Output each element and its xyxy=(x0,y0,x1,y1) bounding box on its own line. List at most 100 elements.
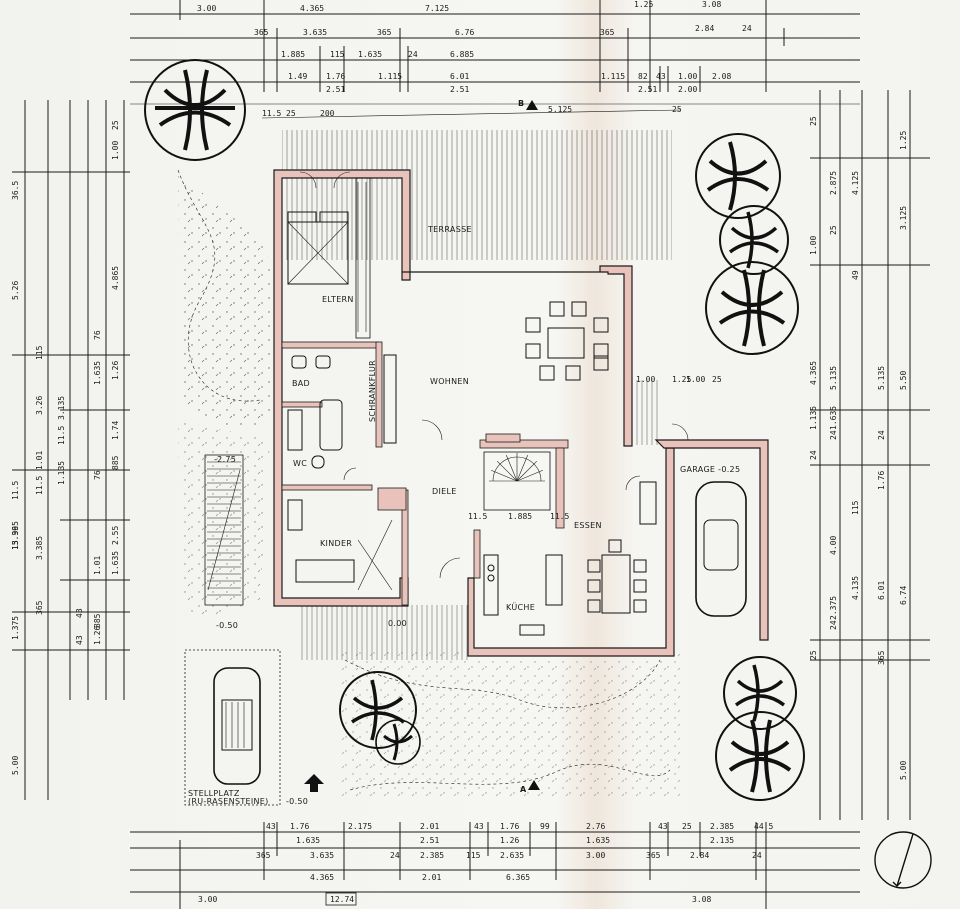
chair-icon xyxy=(593,317,609,333)
chair-icon xyxy=(571,301,587,317)
dim-text: 24 xyxy=(829,620,838,630)
tree-icon xyxy=(375,719,421,765)
bottom-dimension-chains: 43 1.76 2.175 2.01 43 1.76 99 2.76 43 25… xyxy=(130,822,860,909)
dim-text: 3.635 xyxy=(303,28,327,37)
dim-text: 24 xyxy=(829,430,838,440)
dim-text: 5.00 xyxy=(899,761,908,780)
dim-text: 2.51 xyxy=(420,836,439,845)
dim-text: 1.76 xyxy=(877,471,886,490)
dim-text: 4.365 xyxy=(310,873,334,882)
dim-text: 3.00 xyxy=(198,895,217,904)
dim-text: 115 xyxy=(466,851,481,860)
chair-icon xyxy=(525,317,541,333)
dim-text: 2.84 xyxy=(695,24,714,33)
dim-text: 2.84 xyxy=(690,851,709,860)
dim-text: 115 xyxy=(330,50,345,59)
chair-icon xyxy=(608,539,622,553)
chair-icon xyxy=(587,559,601,573)
dim-text: 11.5 xyxy=(550,512,569,521)
dim-text: 885 xyxy=(93,613,102,628)
dim-text: 99 xyxy=(540,822,550,831)
dim-text: 3.08 xyxy=(702,0,721,9)
dim-text: 36.5 xyxy=(11,181,20,200)
dim-text: 3.00 xyxy=(586,851,605,860)
level-label: 0.00 xyxy=(388,619,407,628)
dim-text: 365 xyxy=(377,28,392,37)
tree-icon xyxy=(723,656,797,730)
section-label-a: A xyxy=(520,785,527,794)
dim-text: 1.115 xyxy=(378,72,402,81)
dim-text: 2.00 xyxy=(678,85,697,94)
dim-text: 365 xyxy=(35,600,44,615)
dim-text: 1.635 xyxy=(111,551,120,575)
tree-icon xyxy=(144,59,246,161)
dim-text: 24 xyxy=(390,851,400,860)
dim-text: 1.635 xyxy=(829,406,838,430)
parking-space xyxy=(184,649,281,806)
dim-text: 2.51 xyxy=(450,85,469,94)
dim-text: 6.885 xyxy=(450,50,474,59)
dim-text: 1.135 xyxy=(57,461,66,485)
chair-icon xyxy=(633,599,647,613)
dim-text: 1.26 xyxy=(500,836,519,845)
entrance-arrow-icon xyxy=(304,774,324,792)
room-label-wc: WC xyxy=(293,459,307,468)
dim-text: 2.51 xyxy=(638,85,657,94)
dim-text: 11.5 xyxy=(262,109,281,118)
dim-text: 1.00 xyxy=(678,72,697,81)
dim-text: 25 xyxy=(712,375,722,384)
chair-icon xyxy=(633,559,647,573)
dim-text: 76 xyxy=(93,330,102,340)
room-label-essen: ESSEN xyxy=(574,521,602,530)
chair-icon xyxy=(565,365,581,381)
dim-text: 1.885 xyxy=(281,50,305,59)
room-label-garage: GARAGE -0.25 xyxy=(680,465,740,474)
dim-text: 82 xyxy=(638,72,648,81)
car-icon xyxy=(213,667,261,785)
dim-text: 1.25 xyxy=(899,131,908,150)
dim-text: 2.375 xyxy=(829,596,838,620)
dim-text: 4.365 xyxy=(300,4,324,13)
chair-icon xyxy=(539,365,555,381)
dim-text: 6.74 xyxy=(899,586,908,605)
level-label: -2.75 xyxy=(214,455,236,464)
dim-text: 365 xyxy=(254,28,269,37)
section-label-b: B xyxy=(518,99,524,108)
dim-text: 1.49 xyxy=(288,72,307,81)
trees xyxy=(144,59,805,801)
chair-icon xyxy=(549,301,565,317)
dim-text: 1.74 xyxy=(111,421,120,440)
dim-text: 5.135 xyxy=(877,366,886,390)
dim-text: 365 xyxy=(256,851,271,860)
dim-text: 1.01 xyxy=(35,451,44,470)
dim-text: 6.76 xyxy=(455,28,474,37)
top-dimension-chains: 3.00 4.365 7.125 1.25 3.08 365 3.635 365… xyxy=(130,0,860,119)
dim-text: 3.26 xyxy=(35,396,44,415)
room-label-eltern: ELTERN xyxy=(322,295,354,304)
dim-text: 200 xyxy=(320,109,335,118)
dim-text: 5.135 xyxy=(829,366,838,390)
dim-text: 43 xyxy=(75,608,84,618)
room-label-kueche: KÜCHE xyxy=(506,602,535,612)
dim-text: 25 xyxy=(682,822,692,831)
terrace-paving xyxy=(282,130,672,260)
staircase xyxy=(483,451,551,511)
tree-icon xyxy=(695,133,781,219)
dim-text: 25 xyxy=(672,105,682,114)
dim-text: 3.385 xyxy=(35,536,44,560)
exterior-stairs xyxy=(204,454,244,606)
chair-icon xyxy=(593,343,609,359)
dim-text: 1.00 xyxy=(636,375,655,384)
dim-text: 1.635 xyxy=(296,836,320,845)
dim-text: 1.00 xyxy=(686,375,705,384)
dim-text: 1.635 xyxy=(93,361,102,385)
dim-text: 25 xyxy=(111,120,120,130)
dim-text: 1.76 xyxy=(500,822,519,831)
bathtub-icon xyxy=(319,399,343,451)
dim-text: 115 xyxy=(35,345,44,360)
dim-text: 43 xyxy=(474,822,484,831)
dim-text: 43 xyxy=(656,72,666,81)
room-label-bad: BAD xyxy=(292,379,310,388)
